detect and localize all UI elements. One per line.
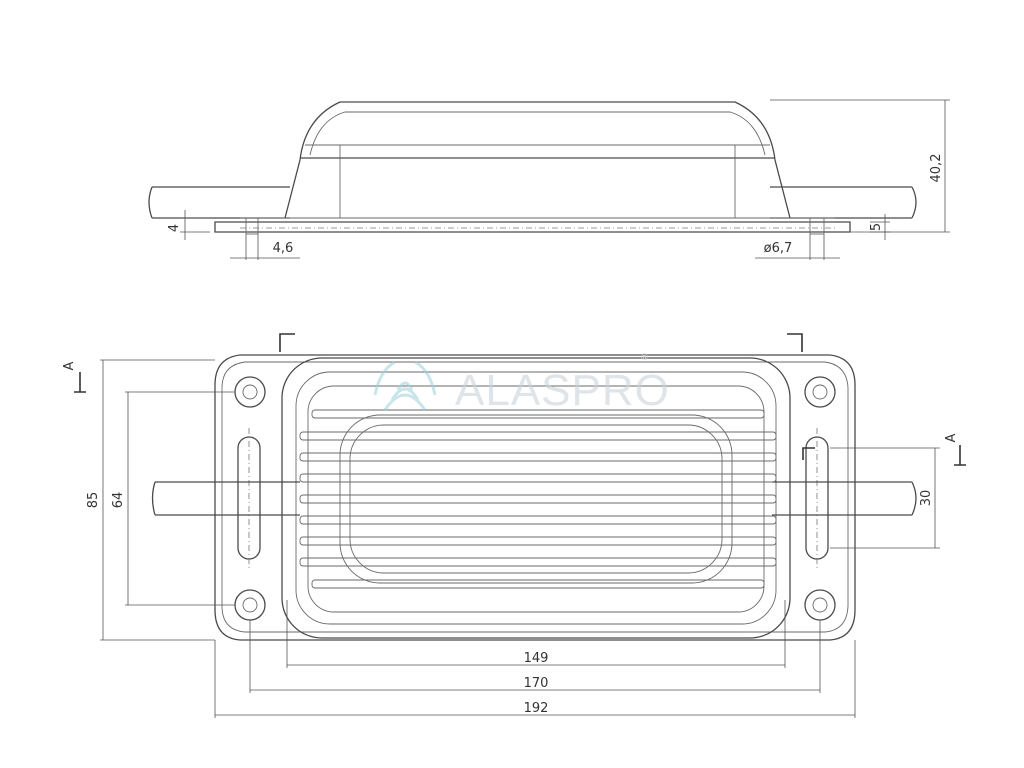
grille-bars [299,409,777,589]
dim-length-170: 170 [524,676,549,691]
dim-length-149: 149 [524,651,549,666]
corner-hole-br [804,589,836,621]
brand-logo-icon [373,360,437,411]
side-view-labels: 40,2 4 4,6 ø6,7 5 [167,154,944,256]
side-view [148,99,950,260]
dim-base-thickness: 4 [167,224,182,232]
corner-hole-tr [804,376,836,408]
dim-flange-height: 5 [869,223,884,231]
dim-width-85: 85 [86,492,101,509]
top-view [74,333,966,718]
dim-hole-offset: 4,6 [273,241,294,256]
brand-name: ALASPRO [455,366,670,415]
dim-width-64: 64 [111,492,126,509]
dim-length-192: 192 [524,701,549,716]
dim-cable-30: 30 [919,490,934,507]
dim-height-total: 40,2 [929,154,944,183]
section-label-left: A [62,361,77,370]
section-label-right: A [944,433,959,442]
corner-hole-tl [234,376,266,408]
brand-watermark: ALASPRO ® [373,353,670,415]
top-view-labels: A A 85 64 30 149 170 192 [62,361,959,716]
brand-registered-mark: ® [640,353,649,363]
dim-hole-diameter: ø6,7 [764,241,793,256]
corner-hole-bl [234,589,266,621]
